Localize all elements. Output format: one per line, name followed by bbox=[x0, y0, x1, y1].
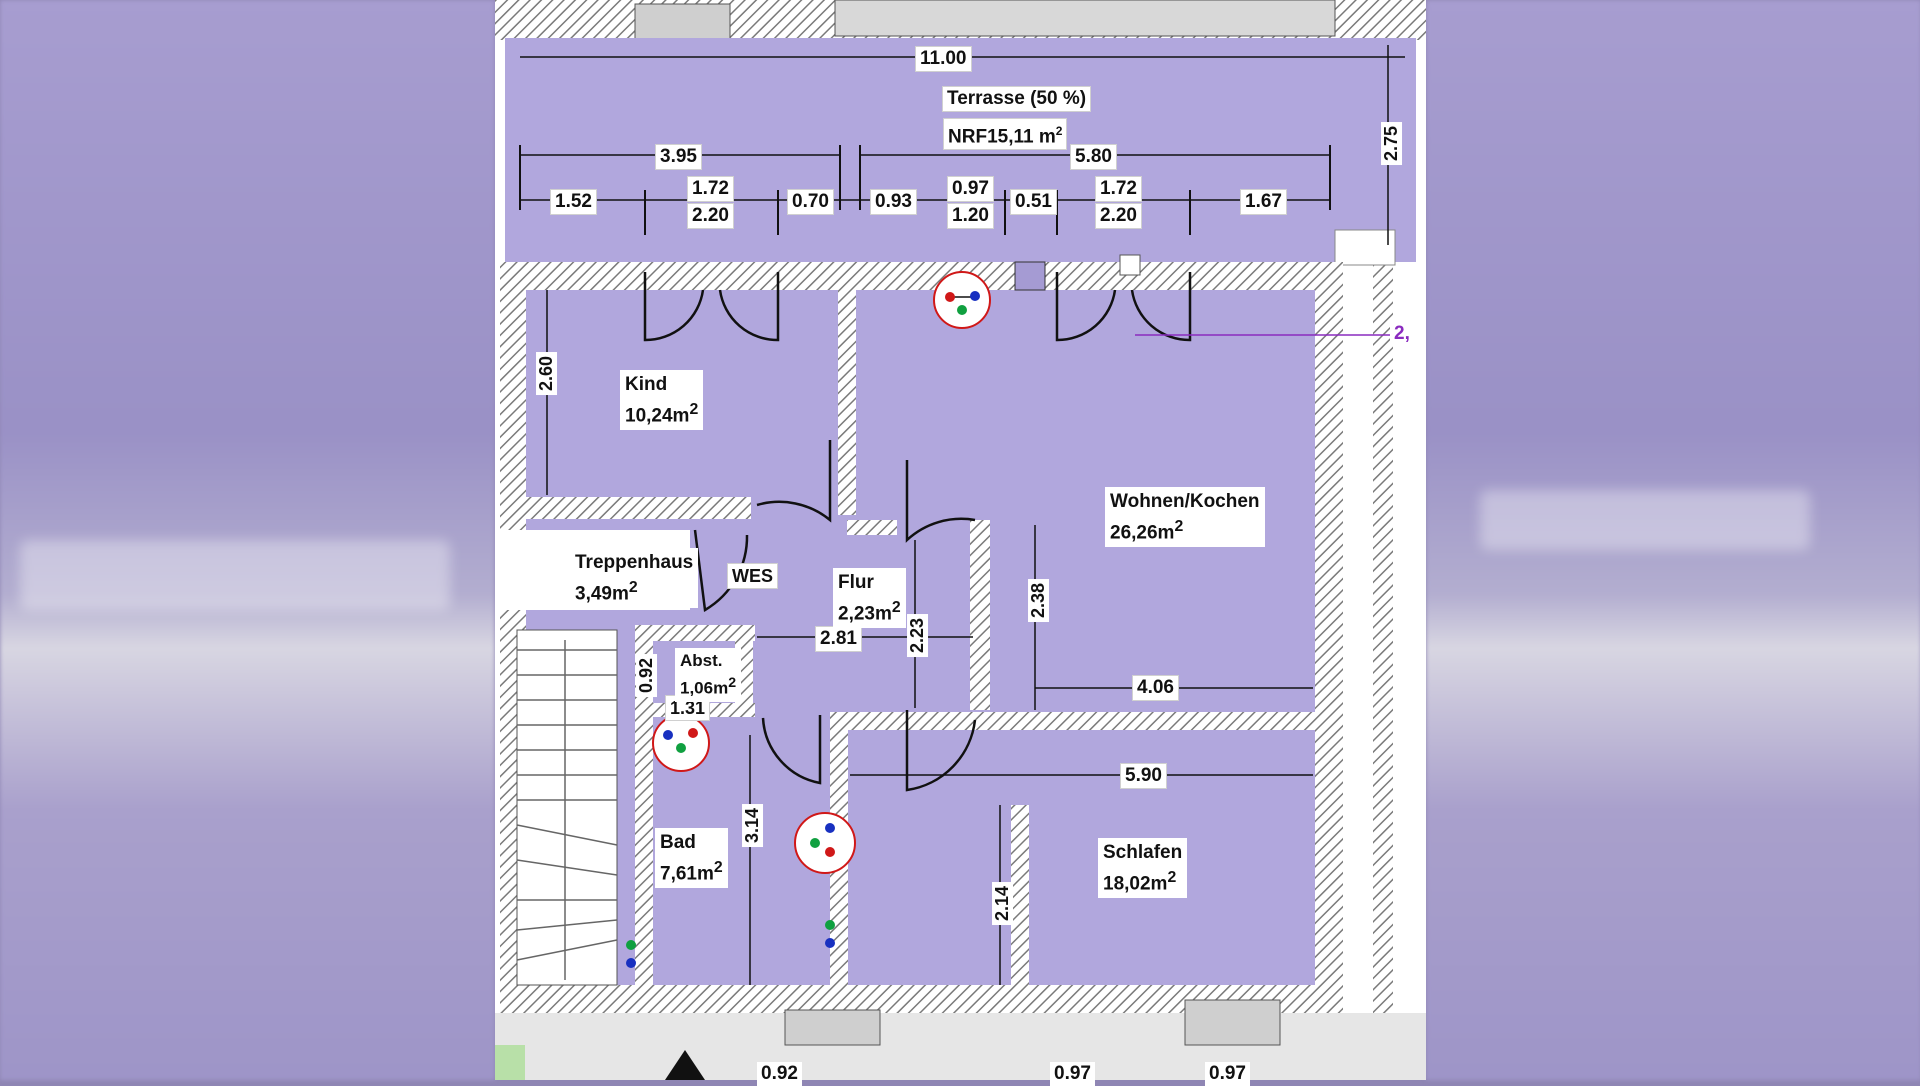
dim-2-38: 2.38 bbox=[1028, 578, 1050, 623]
dim-0-93: 0.93 bbox=[870, 189, 917, 215]
dim-2-75: 2.75 bbox=[1381, 121, 1403, 166]
bottom-terrace bbox=[495, 1013, 1426, 1080]
stair-treads bbox=[516, 640, 618, 980]
room-name: Schlafen bbox=[1103, 842, 1183, 863]
room-abst: Abst. 1,06m2 bbox=[675, 648, 742, 702]
room-schlafen: Schlafen 18,02m2 bbox=[1098, 838, 1188, 899]
dim-2-14: 2.14 bbox=[992, 881, 1014, 926]
floor-plan: Terrasse (50 %) NRF15,11 m2 11.00 3.95 5… bbox=[495, 0, 1426, 1086]
north-wall bbox=[500, 262, 1340, 290]
terrace-post bbox=[1119, 254, 1141, 276]
dim-1-67: 1.67 bbox=[1240, 189, 1287, 215]
dim-2-right: 2, bbox=[1390, 322, 1414, 346]
room-area: 26,26m2 bbox=[1110, 518, 1184, 544]
dim-0-70: 0.70 bbox=[787, 189, 834, 215]
dim-2-20-a: 2.20 bbox=[687, 203, 734, 229]
room-name: Flur bbox=[838, 572, 874, 593]
right-column bbox=[1334, 229, 1396, 266]
floor-plan-drawing bbox=[495, 0, 1426, 1080]
room-area: 2,23m2 bbox=[838, 599, 901, 625]
schlafen-north-wall bbox=[830, 712, 1327, 730]
room-kind: Kind 10,24m2 bbox=[620, 370, 704, 431]
dim-bottom-1: 0.92 bbox=[757, 1062, 802, 1086]
green-area bbox=[495, 1045, 525, 1080]
dim-2-20-b: 2.20 bbox=[1095, 203, 1142, 229]
dim-4-06: 4.06 bbox=[1132, 675, 1179, 701]
room-name: Treppenhaus bbox=[575, 552, 694, 573]
wes-tag: WES bbox=[727, 563, 779, 589]
abst-north-wall bbox=[635, 625, 755, 641]
room-area: 3,49m2 bbox=[575, 579, 638, 605]
top-window bbox=[634, 3, 731, 41]
blurred-background-left bbox=[0, 0, 495, 1080]
kind-south-wall bbox=[526, 497, 751, 519]
valve-marker-blue bbox=[825, 938, 835, 948]
dim-5-90: 5.90 bbox=[1120, 763, 1167, 789]
terrace-nrf: NRF15,11 m2 bbox=[943, 118, 1068, 151]
valve-marker-green bbox=[626, 940, 636, 950]
room-name: Bad bbox=[660, 832, 696, 853]
dim-bottom-2: 0.97 bbox=[1050, 1062, 1095, 1086]
kind-wohnen-wall bbox=[838, 290, 856, 515]
room-name: Kind bbox=[625, 374, 668, 395]
dim-3-95: 3.95 bbox=[655, 144, 702, 170]
valve-marker-blue bbox=[626, 958, 636, 968]
dim-1-72-b: 1.72 bbox=[1095, 176, 1142, 202]
room-area: 1,06m2 bbox=[680, 675, 737, 698]
north-arrow-icon bbox=[665, 1050, 705, 1080]
bottom-window bbox=[1184, 999, 1281, 1046]
dim-2-60: 2.60 bbox=[536, 351, 558, 396]
dim-total-width: 11.00 bbox=[915, 46, 972, 72]
heating-valve-flur bbox=[794, 812, 856, 874]
terrace-wall-window bbox=[1014, 261, 1046, 291]
room-area: 18,02m2 bbox=[1103, 869, 1177, 895]
dim-bottom-3: 0.97 bbox=[1205, 1062, 1250, 1086]
room-bad: Bad 7,61m2 bbox=[655, 828, 728, 889]
blurred-background-right bbox=[1426, 0, 1920, 1080]
dim-1-72-a: 1.72 bbox=[687, 176, 734, 202]
dim-1-52: 1.52 bbox=[550, 189, 597, 215]
schlafen-partition bbox=[1011, 805, 1029, 987]
room-name: Wohnen/Kochen bbox=[1110, 491, 1260, 512]
room-name: Abst. bbox=[680, 651, 723, 670]
right-outer-wall bbox=[1373, 262, 1393, 1022]
dim-0-92: 0.92 bbox=[636, 653, 658, 698]
valve-marker-green bbox=[825, 920, 835, 930]
bottom-window bbox=[784, 1009, 881, 1046]
dim-0-51: 0.51 bbox=[1010, 189, 1057, 215]
terrace-title: Terrasse (50 %) bbox=[942, 86, 1092, 112]
staircase bbox=[516, 629, 618, 986]
dim-2-81: 2.81 bbox=[815, 626, 862, 652]
dim-5-80: 5.80 bbox=[1070, 144, 1117, 170]
east-wall bbox=[1315, 262, 1343, 1022]
room-treppenhaus: Treppenhaus 3,49m2 bbox=[570, 548, 699, 609]
top-balcony-edge bbox=[834, 0, 1336, 37]
flur-wohnen-wall bbox=[970, 520, 990, 710]
dim-2-23: 2.23 bbox=[907, 613, 929, 658]
heating-valve-top bbox=[933, 271, 991, 329]
room-area: 7,61m2 bbox=[660, 859, 723, 885]
room-wohnen-kochen: Wohnen/Kochen 26,26m2 bbox=[1105, 487, 1265, 548]
room-area: 10,24m2 bbox=[625, 401, 699, 427]
blurred-shape bbox=[1480, 490, 1810, 550]
heating-valve-bad bbox=[652, 714, 710, 772]
room-flur: Flur 2,23m2 bbox=[833, 568, 906, 629]
dim-1-20: 1.20 bbox=[947, 203, 994, 229]
blurred-shape bbox=[20, 540, 450, 610]
dimension-ticks bbox=[519, 145, 1331, 235]
dim-3-14: 3.14 bbox=[742, 803, 764, 848]
flur-wall-stub bbox=[847, 520, 897, 535]
dim-0-97: 0.97 bbox=[947, 176, 994, 202]
